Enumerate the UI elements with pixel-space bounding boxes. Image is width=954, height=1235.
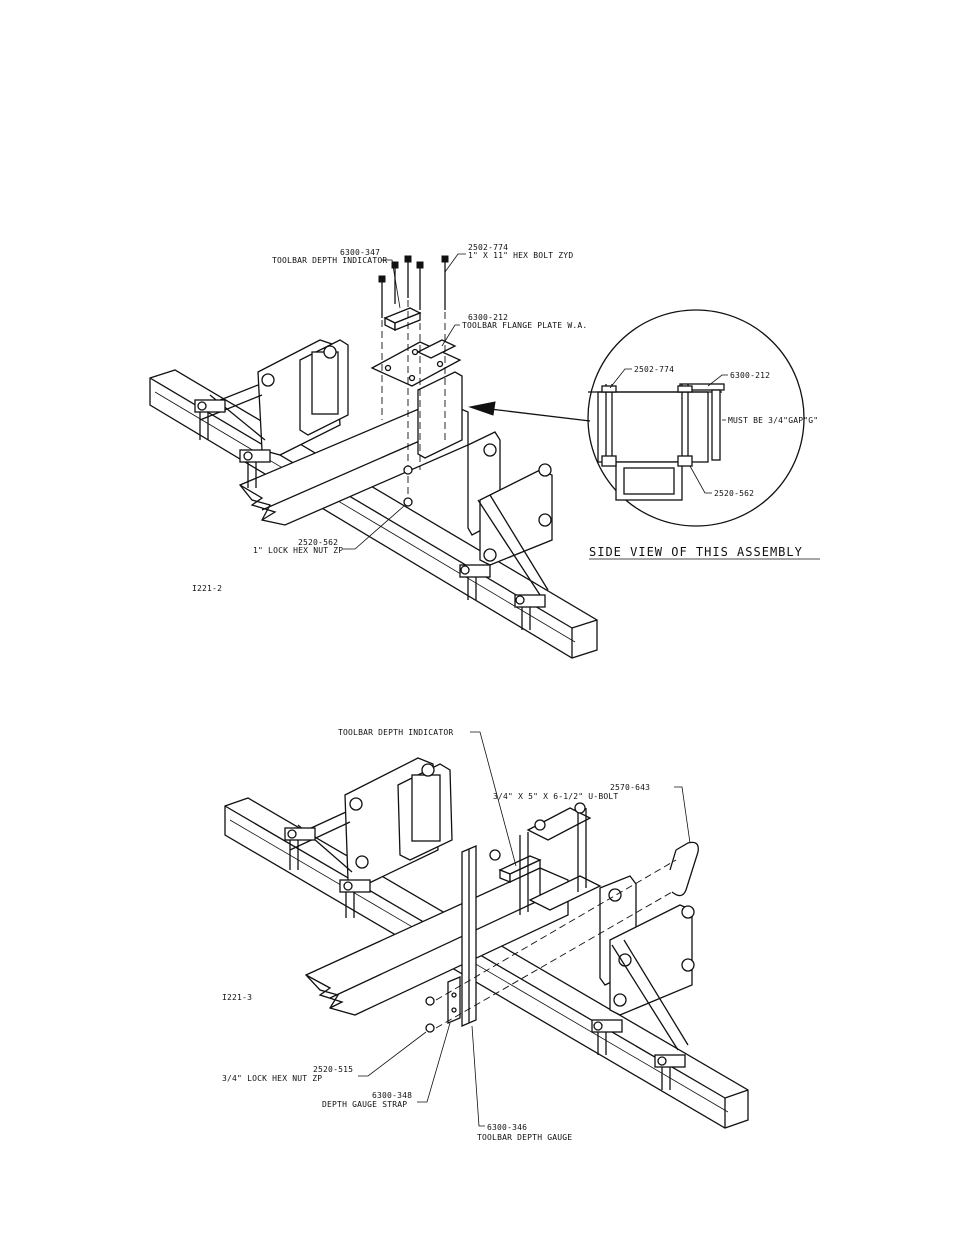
top-hex-bolt-name: 1" X 11" HEX BOLT ZYD [468, 251, 573, 260]
bottom-right-bracket-assembly [591, 875, 695, 1090]
bottom-lock-nut-part-number: 2520-515 [313, 1065, 353, 1074]
top-label-flange-plate: 6300-212 TOOLBAR FLANGE PLATE W.A. [441, 313, 587, 347]
bottom-label-depth-indicator: TOOLBAR DEPTH INDICATOR [338, 728, 517, 867]
top-flange-plate-name: TOOLBAR FLANGE PLATE W.A. [462, 321, 587, 330]
top-hex-bolt-part-number: 2502-774 [468, 243, 508, 252]
top-label-lock-nut: 2520-562 1" LOCK HEX NUT ZP [253, 505, 405, 555]
top-left-bracket-assembly [194, 339, 349, 488]
top-label-depth-indicator: 6300-347 TOOLBAR DEPTH INDICATOR [272, 248, 401, 309]
top-figure-id: I221-2 [192, 584, 222, 593]
top-depth-indicator-part-number: 6300-347 [340, 248, 380, 257]
bottom-strap-part-number: 6300-348 [372, 1091, 412, 1100]
bottom-depth-indicator-bracket [489, 802, 602, 915]
bottom-depth-gauge-strap [447, 976, 461, 1024]
bottom-assembly-centerlines [435, 859, 677, 1029]
bottom-strap-name: DEPTH GAUGE STRAP [322, 1100, 407, 1109]
bottom-left-bracket-assembly [284, 757, 453, 918]
top-hex-bolts [378, 255, 449, 318]
top-right-bracket-assembly [459, 431, 553, 630]
bottom-cross-beam [304, 867, 569, 1016]
bottom-label-lock-nut: 2520-515 3/4" LOCK HEX NUT ZP [222, 1031, 427, 1083]
top-label-hex-bolt: 2502-774 1" X 11" HEX BOLT ZYD [444, 243, 573, 273]
bottom-lock-nut-name: 3/4" LOCK HEX NUT ZP [222, 1074, 322, 1083]
bottom-figure-id: I221-3 [222, 993, 252, 1002]
bottom-label-ubolt: 2570-643 3/4" X 5" X 6-1/2" U-BOLT [493, 783, 691, 844]
bottom-depth-indicator-name: TOOLBAR DEPTH INDICATOR [338, 728, 453, 737]
side-view-detail: 2502-774 6300-212 MUST BE 3/4"GAP"G" 252… [587, 309, 820, 560]
bottom-label-strap: 6300-348 DEPTH GAUGE STRAP [322, 1022, 451, 1109]
bottom-gauge-name: TOOLBAR DEPTH GAUGE [477, 1133, 572, 1142]
top-flange-plate [370, 339, 463, 459]
bottom-depth-gauge [461, 845, 477, 1027]
side-view-title: SIDE VIEW OF THIS ASSEMBLY [589, 545, 803, 559]
bottom-label-gauge: 6300-346 TOOLBAR DEPTH GAUGE [471, 1025, 572, 1142]
side-view-bolt-part-number: 2502-774 [634, 365, 674, 374]
top-lock-nut-part-number: 2520-562 [298, 538, 338, 547]
side-view-plate-part-number: 6300-212 [730, 371, 770, 380]
top-depth-indicator-name: TOOLBAR DEPTH INDICATOR [272, 256, 387, 265]
bottom-ubolt [669, 841, 699, 897]
side-view-gap-note: MUST BE 3/4"GAP"G" [728, 416, 818, 425]
bottom-lock-nuts [425, 996, 435, 1033]
top-depth-indicator-part [383, 307, 422, 332]
side-view-arrow [468, 401, 591, 422]
bottom-assembly-figure: TOOLBAR DEPTH INDICATOR 2570-643 3/4" X … [222, 728, 749, 1142]
side-view-nut-part-number: 2520-562 [714, 489, 754, 498]
top-lock-nuts [403, 465, 413, 507]
top-lock-nut-name: 1" LOCK HEX NUT ZP [253, 546, 343, 555]
top-assembly-figure: 6300-347 TOOLBAR DEPTH INDICATOR 2502-77… [149, 243, 820, 659]
bottom-ubolt-part-number: 2570-643 [610, 783, 650, 792]
bottom-ubolt-name: 3/4" X 5" X 6-1/2" U-BOLT [493, 792, 618, 801]
top-flange-plate-part-number: 6300-212 [468, 313, 508, 322]
bottom-gauge-part-number: 6300-346 [487, 1123, 527, 1132]
